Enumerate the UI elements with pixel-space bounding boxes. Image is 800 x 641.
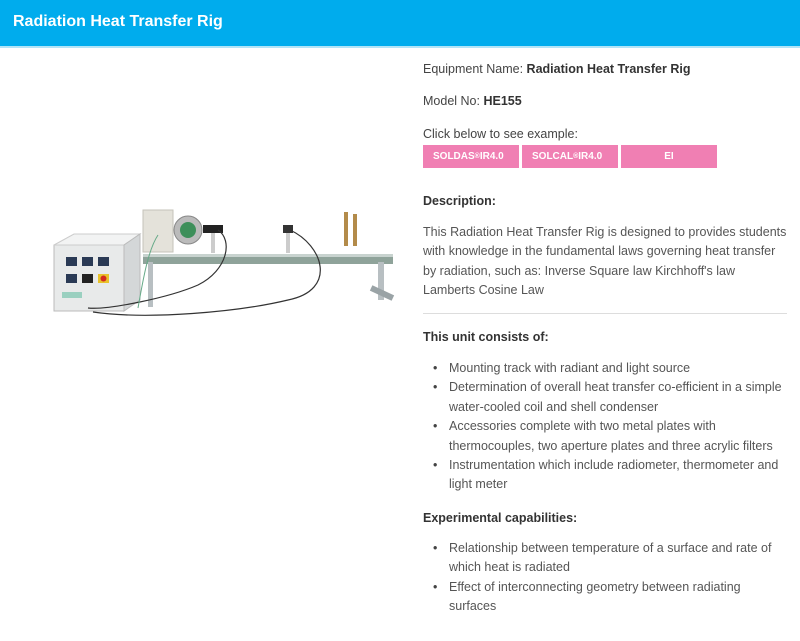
equipment-name-row: Equipment Name: Radiation Heat Transfer …	[423, 60, 690, 79]
equipment-name-value: Radiation Heat Transfer Rig	[526, 62, 691, 76]
model-label: Model No:	[423, 94, 480, 108]
page-title: Radiation Heat Transfer Rig	[13, 13, 223, 30]
solcal-button[interactable]: SOLCAL® IR4.0	[522, 145, 618, 168]
soldas-button[interactable]: SOLDAS® IR4.0	[423, 145, 519, 168]
section-divider	[423, 313, 787, 314]
description-title: Description:	[423, 194, 496, 208]
consists-title: This unit consists of:	[423, 330, 549, 344]
ei-label: EI	[664, 151, 674, 162]
registered-mark: ®	[474, 153, 480, 160]
list-item: Effect of interconnecting geometry betwe…	[423, 578, 788, 617]
list-item: Instrumentation which include radiometer…	[423, 456, 788, 495]
example-prompt: Click below to see example:	[423, 127, 578, 141]
list-item: Relationship between temperature of a su…	[423, 539, 788, 578]
example-buttons: SOLDAS® IR4.0 SOLCAL® IR4.0 EI	[423, 145, 717, 168]
registered-mark: ®	[573, 153, 579, 160]
header-divider	[0, 46, 800, 48]
list-item: Determination of overall heat transfer c…	[423, 378, 788, 417]
track-icon	[143, 256, 393, 264]
capabilities-list: Relationship between temperature of a su…	[423, 539, 788, 617]
soldas-label: SOLDAS	[433, 151, 475, 162]
description-text: This Radiation Heat Transfer Rig is desi…	[423, 225, 787, 298]
page-header: Radiation Heat Transfer Rig	[0, 0, 800, 46]
model-value: HE155	[483, 94, 522, 108]
soldas-suffix: IR4.0	[479, 151, 504, 162]
capabilities-title: Experimental capabilities:	[423, 511, 578, 525]
product-image	[48, 200, 398, 330]
model-row: Model No: HE155	[423, 92, 522, 111]
consists-list: Mounting track with radiant and light so…	[423, 359, 788, 495]
list-item: Accessories complete with two metal plat…	[423, 417, 788, 456]
ei-button[interactable]: EI	[621, 145, 717, 168]
equipment-name-label: Equipment Name:	[423, 62, 524, 76]
list-item: Mounting track with radiant and light so…	[423, 359, 788, 379]
solcal-suffix: IR4.0	[578, 151, 603, 162]
solcal-label: SOLCAL	[532, 151, 574, 162]
